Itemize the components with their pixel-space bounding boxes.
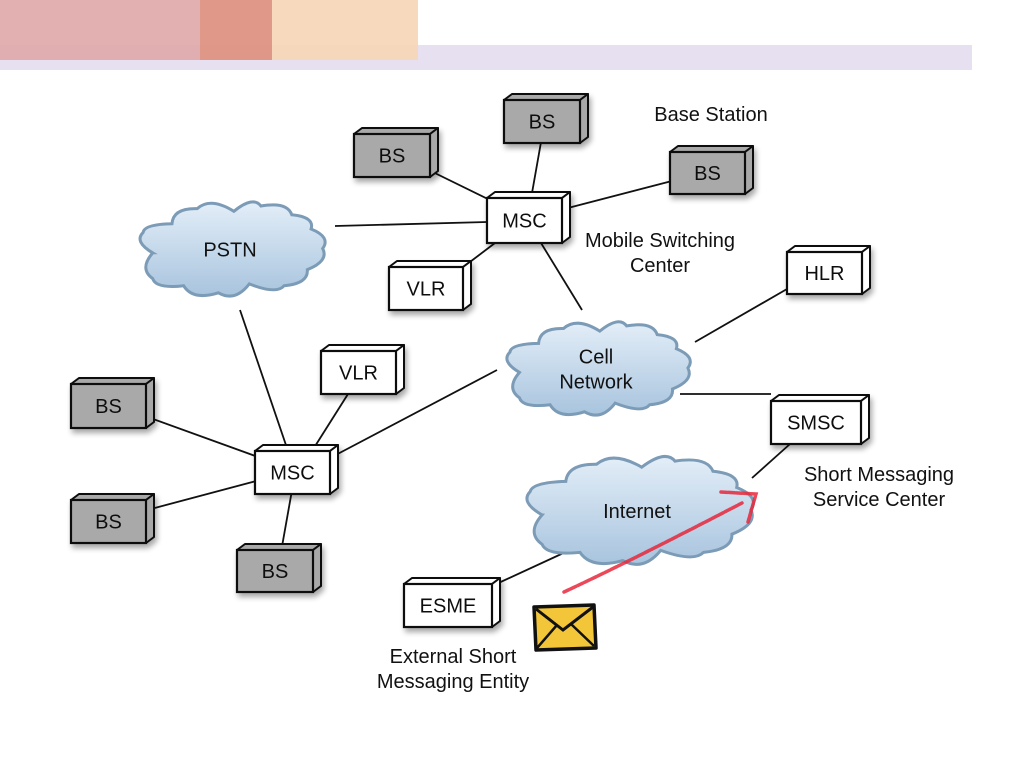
box-side-face xyxy=(329,444,339,495)
label-esme-line2: Messaging Entity xyxy=(377,671,529,693)
box-front-face xyxy=(253,449,332,496)
node-label: MSC xyxy=(270,463,314,485)
box-front-face xyxy=(502,98,582,145)
cloud-label: Cell xyxy=(579,347,613,369)
node-label: BS xyxy=(529,112,556,134)
box-front-face xyxy=(785,250,864,296)
edge-hlr-to-cell-network xyxy=(694,288,788,343)
cloud-shape xyxy=(138,200,327,298)
node-label: BS xyxy=(95,512,122,534)
header-block-peach xyxy=(272,0,418,60)
node-bs-top-left: BS xyxy=(352,127,439,179)
box-front-face xyxy=(235,548,315,594)
box-side-face xyxy=(312,543,322,593)
node-bs-top-right: BS xyxy=(668,145,754,196)
node-bs-left-2: BS xyxy=(69,493,155,545)
box-side-face xyxy=(145,377,155,429)
label-smsc-line1: Short Messaging xyxy=(804,464,954,486)
box-front-face xyxy=(352,132,432,179)
node-hlr: HLR xyxy=(785,245,871,296)
node-label: SMSC xyxy=(787,413,845,435)
node-bs-bottom: BS xyxy=(235,543,322,594)
label-smsc-line2: Service Center xyxy=(813,489,946,511)
arrow-head xyxy=(719,490,759,524)
box-side-face xyxy=(579,93,589,144)
box-side-face xyxy=(395,344,405,395)
node-bs-left-1: BS xyxy=(69,377,155,430)
box-side-face xyxy=(491,577,501,628)
box-side-face xyxy=(860,394,870,445)
header-block-pink xyxy=(0,0,200,60)
label-msc-line2: Center xyxy=(630,255,690,277)
box-front-face xyxy=(69,498,148,545)
node-msc-bottom: MSC xyxy=(253,444,339,496)
message-arrow xyxy=(562,490,759,594)
label-base-station: Base Station xyxy=(654,104,767,126)
cloud-shape xyxy=(525,454,755,566)
node-label: BS xyxy=(95,396,122,418)
node-label: BS xyxy=(379,146,406,168)
edge-internet-to-esme xyxy=(491,549,571,587)
edge-smsc-to-internet xyxy=(751,443,791,479)
header-block-salmon xyxy=(200,0,272,60)
box-side-face xyxy=(861,245,871,295)
node-vlr-top: VLR xyxy=(387,260,472,312)
cloud-label: PSTN xyxy=(203,240,256,262)
node-esme: ESME xyxy=(402,577,501,629)
box-front-face xyxy=(485,196,564,245)
node-label: BS xyxy=(694,163,721,185)
cloud-internet: Internet xyxy=(525,454,755,566)
edge-vlr-bottom-to-msc-bottom xyxy=(311,393,349,452)
label-msc-line1: Mobile Switching xyxy=(585,230,735,252)
arrow-shaft xyxy=(562,501,744,594)
node-label: VLR xyxy=(407,279,446,301)
cloud-shape xyxy=(505,320,692,417)
node-label: HLR xyxy=(804,263,844,285)
cloud-pstn: PSTN xyxy=(138,200,327,298)
box-side-face xyxy=(429,127,439,178)
nodes-layer: BS BS BS MSC VLR HLR VLR BS BS MSC BS SMSC ESME xyxy=(69,93,871,629)
box-side-face xyxy=(561,191,571,244)
node-vlr-bottom: VLR xyxy=(319,344,405,396)
node-label: MSC xyxy=(502,211,546,233)
box-front-face xyxy=(319,349,398,396)
cloud-label: Network xyxy=(559,372,633,394)
box-front-face xyxy=(402,582,494,629)
label-esme-line1: External Short xyxy=(390,646,517,668)
node-bs-top: BS xyxy=(502,93,589,145)
edge-pstn-to-msc-bottom xyxy=(239,309,289,452)
node-msc-top: MSC xyxy=(485,191,571,245)
box-side-face xyxy=(744,145,754,195)
node-label: BS xyxy=(262,561,289,583)
edge-cell-network-to-msc-bottom xyxy=(329,369,498,459)
box-front-face xyxy=(769,399,863,446)
edge-pstn-to-msc-top xyxy=(334,221,488,227)
box-front-face xyxy=(69,382,148,430)
node-label: ESME xyxy=(420,596,477,618)
cloud-label: Internet xyxy=(603,501,671,523)
box-front-face xyxy=(668,150,747,196)
box-side-face xyxy=(462,260,472,311)
node-label: VLR xyxy=(339,363,378,385)
box-front-face xyxy=(387,265,465,312)
node-smsc: SMSC xyxy=(769,394,870,446)
edge-msc-top-to-cell-network xyxy=(540,242,583,311)
box-side-face xyxy=(145,493,155,544)
envelope-icon xyxy=(532,603,598,652)
